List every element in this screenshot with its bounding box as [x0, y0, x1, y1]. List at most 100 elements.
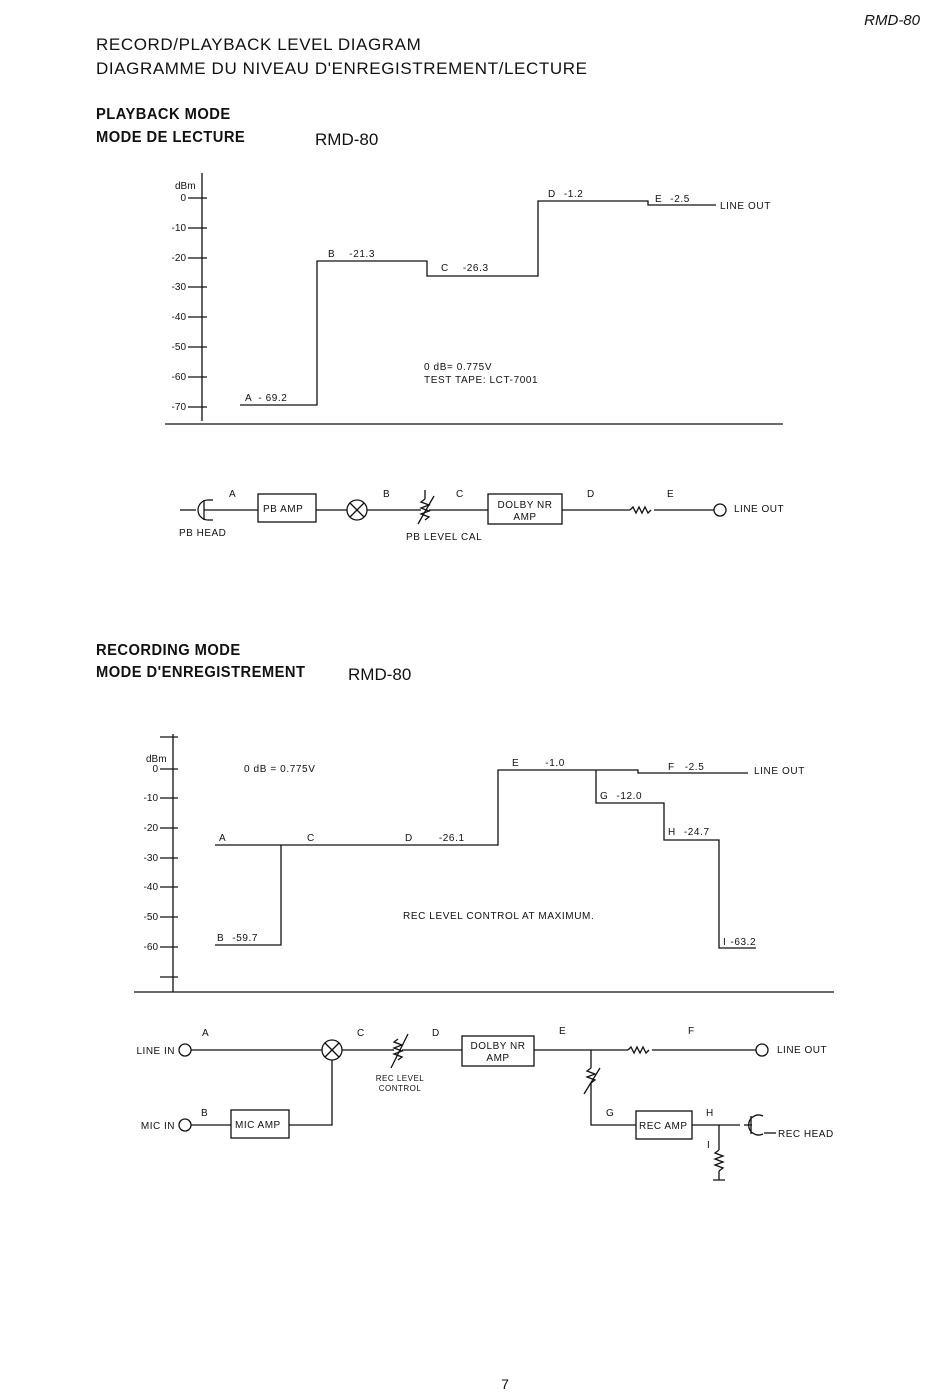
pb-point-label: D-1.2: [548, 189, 583, 200]
rec-note-level-control: REC LEVEL CONTROL AT MAXIMUM.: [403, 911, 594, 922]
playback-model: RMD-80: [315, 130, 379, 149]
pb-node-label: A: [229, 489, 236, 500]
rec-node-label: E: [559, 1026, 566, 1037]
rec-line-in-label: LINE IN: [136, 1046, 175, 1057]
pb-node-label: B: [383, 489, 390, 500]
pb-y-tick-label: -30: [172, 282, 187, 293]
rec-head-label: REC HEAD: [778, 1129, 834, 1140]
pb-note-reference: 0 dB= 0.775V: [424, 362, 492, 373]
recording-level-chart: dBm 0 -10 -20 -30 -40 -50 -60 0 dB = 0.7…: [134, 734, 834, 993]
rec-head-resistor-icon: [713, 1149, 725, 1172]
rec-point-label: E-1.0: [512, 758, 565, 769]
pb-amp-block: [257, 493, 317, 523]
recording-model: RMD-80: [348, 665, 412, 684]
pb-head-icon: [180, 499, 258, 521]
pb-line-out-jack-icon: [713, 503, 727, 517]
rec-mic-amp-label: MIC AMP: [235, 1120, 281, 1131]
pb-line-out-label: LINE OUT: [720, 201, 771, 212]
rec-note-reference: 0 dB = 0.775V: [244, 764, 315, 775]
pb-point-label: B-21.3: [328, 249, 375, 260]
rec-y-tick-label: -20: [144, 823, 159, 834]
pb-dolby-label-1: DOLBY NR: [498, 500, 553, 511]
document-model: RMD-80: [864, 12, 920, 29]
pb-y-tick-label: -60: [172, 372, 187, 383]
rec-line-out-jack-icon: [755, 1043, 769, 1057]
rec-y-tick-label: -10: [144, 793, 159, 804]
rec-main-trace: [215, 769, 748, 846]
pb-node-label: D: [587, 489, 595, 500]
rec-y-tick-label: -50: [144, 912, 159, 923]
recording-title-en: RECORDING MODE: [96, 642, 241, 659]
pb-y-tick-label: -70: [172, 402, 187, 413]
pb-node-label: E: [667, 489, 674, 500]
rec-y-tick-label: -40: [144, 882, 159, 893]
pb-mixer-icon: [346, 499, 368, 521]
rec-node-label: H: [706, 1108, 714, 1119]
rec-mic-trace: [215, 845, 282, 946]
rec-dolby-label-1: DOLBY NR: [471, 1041, 526, 1052]
rec-point-label: H-24.7: [668, 827, 710, 838]
rec-point-label: G-12.0: [600, 791, 642, 802]
rec-point-label: A: [219, 833, 226, 844]
rec-point-label: B-59.7: [217, 933, 258, 944]
rec-output-resistor-icon: [627, 1045, 650, 1055]
recording-title-fr: MODE D'ENREGISTREMENT: [96, 664, 306, 681]
pb-y-tick-label: -40: [172, 312, 187, 323]
rec-level-control-label-2: CONTROL: [379, 1084, 422, 1093]
rec-head-icon: [744, 1114, 776, 1136]
rec-line-out-label: LINE OUT: [754, 766, 805, 777]
pb-note-test-tape: TEST TAPE: LCT-7001: [424, 375, 538, 386]
recording-block-diagram: DOLBY NR AMP MIC AMP REC AMP LINE IN MIC…: [136, 1026, 834, 1181]
page-title-en: RECORD/PLAYBACK LEVEL DIAGRAM: [96, 35, 422, 54]
rec-point-label: C: [307, 833, 315, 844]
pb-point-label: E-2.5: [655, 194, 690, 205]
pb-dolby-nr-block: [487, 493, 563, 525]
pb-amp-label: PB AMP: [263, 504, 303, 515]
rec-amp-label: REC AMP: [639, 1121, 688, 1132]
pb-y-tick-label: -20: [172, 253, 187, 264]
pb-y-tick-label: -50: [172, 342, 187, 353]
rec-level-control-icon: [390, 1033, 462, 1069]
page-number: 7: [501, 1376, 509, 1392]
rec-point-label: F-2.5: [668, 762, 704, 773]
pb-level-cal-label: PB LEVEL CAL: [406, 532, 482, 543]
rec-y-tick-label: -60: [144, 942, 159, 953]
playback-block-diagram: PB AMP DOLBY NR AMP PB HEAD PB LEVEL CAL…: [179, 489, 784, 543]
pb-output-resistor-icon: [629, 505, 652, 515]
pb-y-tick-label: 0: [180, 193, 186, 204]
playback-title-fr: MODE DE LECTURE: [96, 129, 246, 146]
rec-y-unit: dBm: [146, 754, 167, 765]
rec-node-label: D: [432, 1028, 440, 1039]
pb-head-label: PB HEAD: [179, 528, 226, 539]
rec-mixer-icon: [321, 1039, 343, 1061]
pb-dolby-label-2: AMP: [513, 512, 536, 523]
rec-node-label: C: [357, 1028, 365, 1039]
rec-head-trace: [595, 770, 756, 949]
rec-mic-in-label: MIC IN: [141, 1121, 175, 1132]
rec-node-label: I: [707, 1140, 710, 1151]
pb-point-label: C-26.3: [441, 263, 489, 274]
playback-level-chart: dBm 0 -10 -20 -30 -40 -50 -60 -70 A- 69.…: [165, 173, 783, 425]
pb-line-out-jack-label: LINE OUT: [734, 504, 784, 515]
rec-dolby-nr-block: [461, 1035, 535, 1067]
pb-y-unit: dBm: [175, 181, 196, 192]
playback-title-en: PLAYBACK MODE: [96, 106, 231, 123]
rec-node-label: A: [202, 1028, 209, 1039]
pb-level-trace: [240, 200, 716, 406]
rec-node-label: G: [606, 1108, 614, 1119]
pb-level-cal-resistor-icon: [417, 490, 488, 525]
rec-y-ticks: [160, 768, 178, 978]
pb-point-label: A- 69.2: [245, 393, 287, 404]
rec-y-tick-label: 0: [152, 764, 158, 775]
rec-node-label: B: [201, 1108, 208, 1119]
rec-level-control-label-1: REC LEVEL: [376, 1074, 425, 1083]
rec-mic-amp-block: [230, 1109, 290, 1139]
rec-node-label: F: [688, 1026, 695, 1037]
page-title-fr: DIAGRAMME DU NIVEAU D'ENREGISTREMENT/LEC…: [96, 59, 588, 78]
rec-bias-resistor-icon: [583, 1067, 601, 1095]
rec-point-label: I-63.2: [723, 937, 756, 948]
pb-node-label: C: [456, 489, 464, 500]
rec-line-out-jack-label: LINE OUT: [777, 1045, 827, 1056]
pb-y-tick-label: -10: [172, 223, 187, 234]
